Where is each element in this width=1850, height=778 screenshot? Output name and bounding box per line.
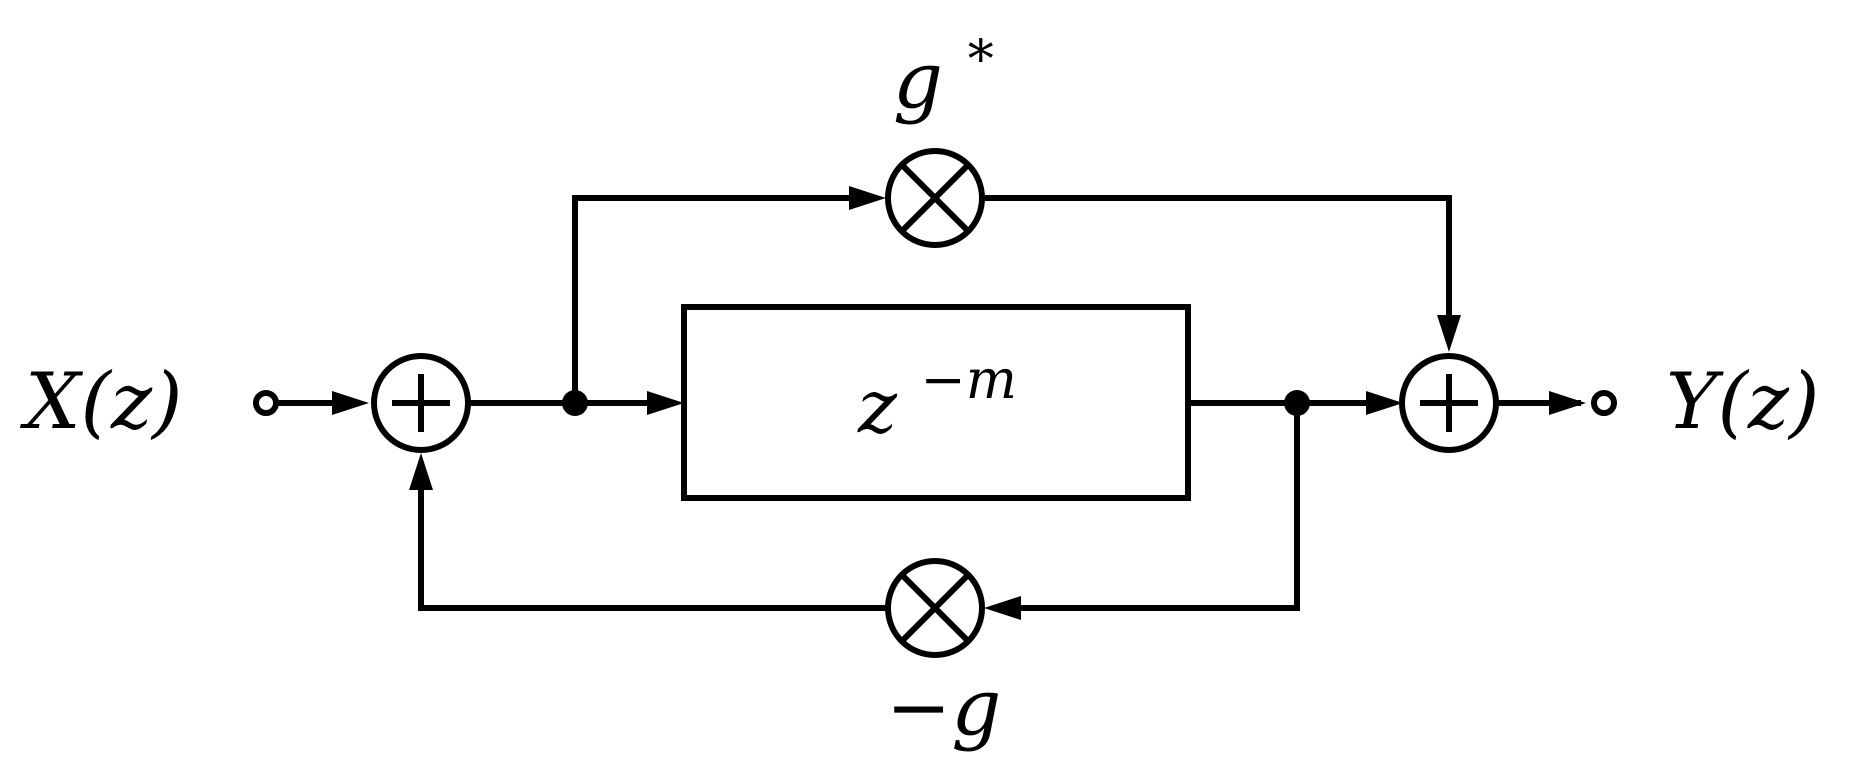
forward-gain-symbol: g <box>893 36 943 126</box>
wire-forward-multiplier-to-adder2 <box>982 195 1452 340</box>
delay-exponent: −m <box>921 348 1017 411</box>
multiplier-forward-icon <box>885 148 985 248</box>
output-terminal-icon <box>1591 390 1617 416</box>
output-label: Y(z) <box>1666 357 1819 447</box>
arrowhead-into-feedback-multiplier <box>984 596 1021 620</box>
arrowhead-into-adder1 <box>332 391 369 415</box>
input-label: X(z) <box>19 357 183 447</box>
wire-feedback-multiplier-to-adder1 <box>418 468 891 611</box>
junction-dot-output-tap <box>1284 390 1310 416</box>
wire-tap-to-forward-multiplier <box>572 195 861 406</box>
arrowhead-into-output <box>1549 391 1586 415</box>
multiplier-feedback-icon <box>885 558 985 658</box>
adder-output-icon <box>1399 353 1499 453</box>
junction-dot-input-tap <box>562 390 588 416</box>
arrowhead-into-adder1-bottom <box>409 453 433 490</box>
delay-block <box>681 304 1191 501</box>
arrowhead-into-adder2-left <box>1366 391 1403 415</box>
adder-input-icon <box>371 353 471 453</box>
delay-label: z −m <box>857 348 1017 450</box>
delay-base: z <box>857 364 898 450</box>
arrowheads <box>332 186 1586 620</box>
input-terminal-icon <box>253 390 279 416</box>
forward-gain-label: g * <box>893 30 994 126</box>
wire-tap-to-feedback-multiplier <box>999 400 1300 611</box>
feedback-gain-label: −g <box>886 663 1001 753</box>
arrowhead-into-delay <box>647 391 684 415</box>
arrowhead-into-forward-multiplier <box>849 186 886 210</box>
forward-gain-superscript: * <box>968 30 994 90</box>
signal-wires <box>264 195 1581 611</box>
arrowhead-into-adder2-top <box>1437 315 1461 352</box>
